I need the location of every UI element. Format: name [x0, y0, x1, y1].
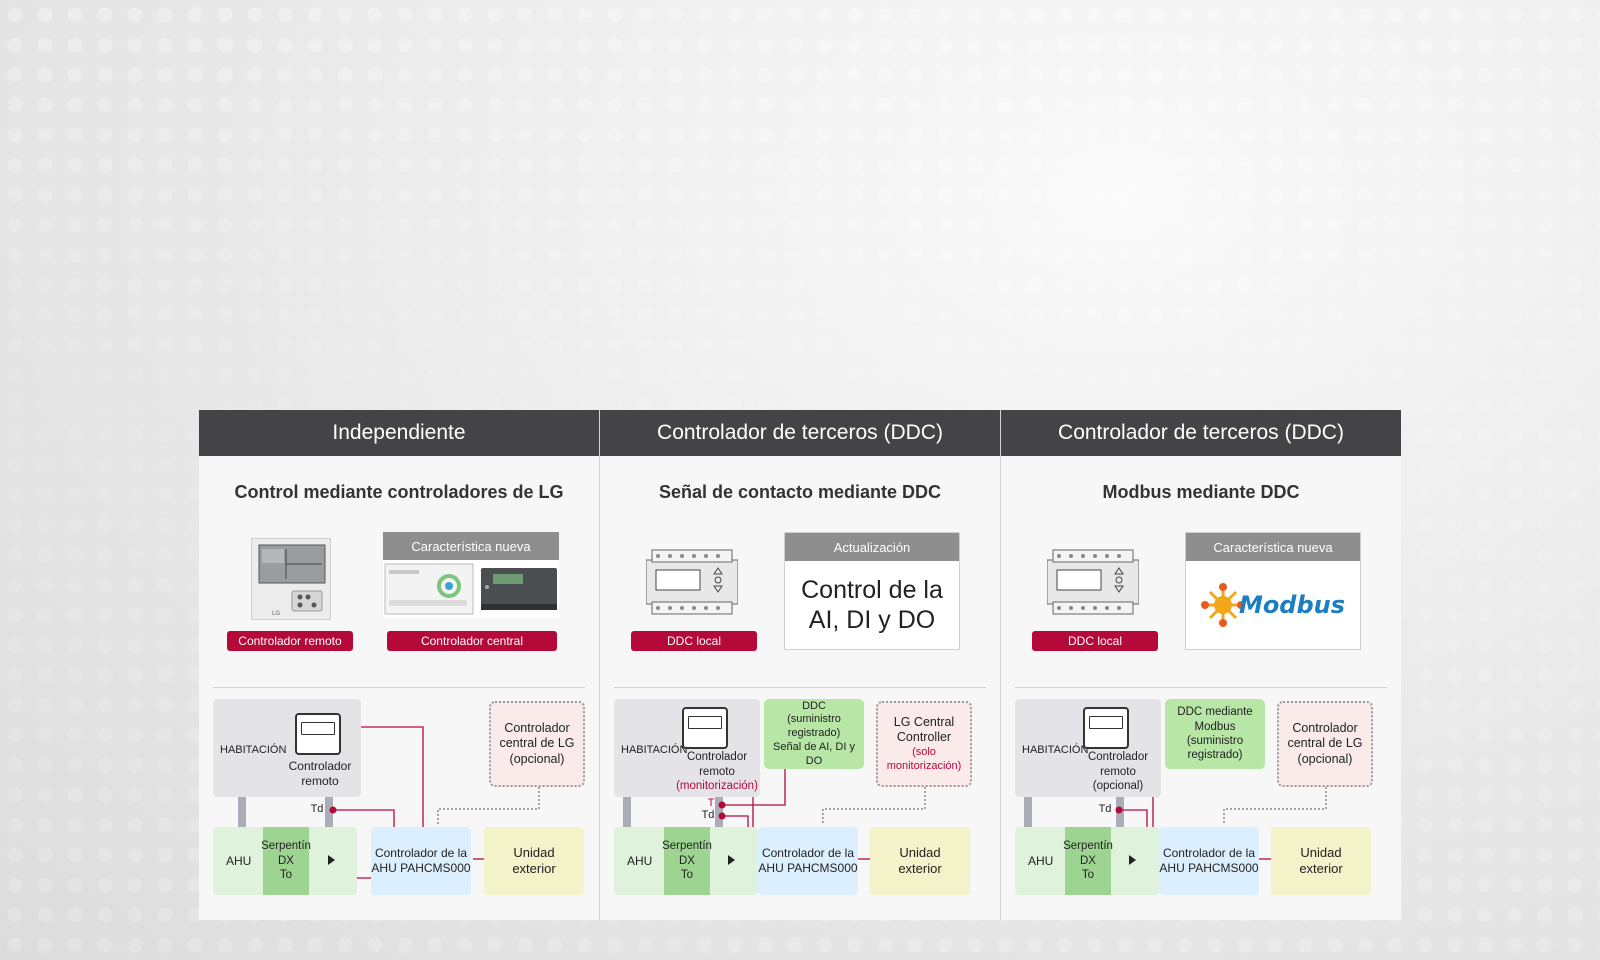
- connection-diagram: HABITACIÓN Controlador remoto (monitoriz…: [600, 695, 1000, 915]
- airflow-arrow-icon: [328, 855, 335, 865]
- modbus-star-icon: [1200, 583, 1245, 627]
- optional-central-controller-box: Controlador central de LG (opcional): [489, 701, 585, 787]
- remote-controller-icon: [295, 713, 341, 755]
- outdoor-unit-box: Unidad exterior: [484, 827, 584, 895]
- feature-text: Control de la AI, DI y DO: [801, 576, 943, 634]
- to-sensor-label: To: [1081, 869, 1095, 882]
- modbus-logo: Modbus: [1186, 561, 1360, 649]
- section-divider: [614, 687, 986, 688]
- airflow-arrow-icon: [1129, 855, 1136, 865]
- dx-coil-box: Serpentín DX To: [1063, 827, 1113, 895]
- central-controller-pill: Controlador central: [387, 631, 557, 651]
- ahu-label: AHU: [627, 853, 653, 868]
- ahu-label: AHU: [226, 853, 252, 868]
- feature-tag: Actualización: [785, 533, 959, 561]
- td-sensor-label: Td: [701, 809, 715, 822]
- column-header: Independiente: [199, 410, 599, 456]
- connection-diagram: HABITACIÓN Controlador remoto (opcional)…: [1001, 695, 1401, 915]
- outdoor-unit-box: Unidad exterior: [1271, 827, 1371, 895]
- feature-box-modbus: Característica nueva Modbus: [1185, 532, 1361, 650]
- ddc-supply-box: DDC (suministro registrado) Señal de AI,…: [764, 699, 864, 769]
- ahu-controller-box: Controlador de la AHU PAHCMS000: [1159, 827, 1259, 895]
- column-ddc-modbus: Controlador de terceros (DDC) Modbus med…: [1001, 410, 1401, 920]
- feature-box-update: Actualización Control de la AI, DI y DO: [784, 532, 960, 650]
- airflow-arrow-icon: [728, 855, 735, 865]
- ddc-modbus-box: DDC mediante Modbus (suministro registra…: [1165, 699, 1265, 769]
- remote-controller-image: LG: [251, 538, 331, 620]
- room-label: HABITACIÓN: [1022, 744, 1089, 756]
- local-ddc-pill: DDC local: [1032, 631, 1158, 651]
- column-title: Control mediante controladores de LG: [234, 482, 564, 502]
- outdoor-unit-box: Unidad exterior: [870, 827, 970, 895]
- lg-central-controller-box: LG Central Controller (solo monitorizaci…: [876, 701, 972, 787]
- ddc-device-image: [645, 546, 739, 618]
- ahu-label: AHU: [1028, 853, 1054, 868]
- column-title: Modbus mediante DDC: [1102, 482, 1300, 502]
- to-sensor-label: To: [680, 869, 694, 882]
- central-controller-image: [383, 560, 559, 618]
- optional-central-controller-box: Controlador central de LG (opcional): [1277, 701, 1373, 787]
- td-sensor-label: Td: [310, 803, 324, 816]
- local-ddc-pill: DDC local: [631, 631, 757, 651]
- remote-controller-icon: [682, 707, 728, 749]
- column-title: Señal de contacto mediante DDC: [658, 482, 942, 502]
- ahu-controller-box: Controlador de la AHU PAHCMS000: [371, 827, 471, 895]
- remote-controller-label: Controlador remoto (opcional): [1087, 751, 1149, 793]
- ddc-device-image: [1046, 546, 1140, 618]
- t-sensor-label: T: [707, 797, 715, 810]
- ahu-controller-box: Controlador de la AHU PAHCMS000: [758, 827, 858, 895]
- remote-controller-label: Controlador remoto (monitorización): [676, 751, 758, 793]
- td-sensor-label: Td: [1098, 803, 1112, 816]
- column-independiente: Independiente Control mediante controlad…: [199, 410, 600, 920]
- section-divider: [1015, 687, 1387, 688]
- room-label: HABITACIÓN: [220, 744, 287, 756]
- dx-coil-box: Serpentín DX To: [261, 827, 311, 895]
- room-label: HABITACIÓN: [621, 744, 688, 756]
- remote-controller-label: Controlador remoto: [288, 759, 352, 788]
- section-divider: [213, 687, 585, 688]
- remote-controller-pill: Controlador remoto: [227, 631, 353, 651]
- column-ddc-contact: Controlador de terceros (DDC) Señal de c…: [600, 410, 1001, 920]
- comparison-panel: Independiente Control mediante controlad…: [199, 410, 1401, 920]
- remote-controller-icon: [1083, 707, 1129, 749]
- feature-box-central: Característica nueva: [383, 532, 559, 620]
- dx-coil-box: Serpentín DX To: [662, 827, 712, 895]
- column-header: Controlador de terceros (DDC): [1001, 410, 1401, 456]
- feature-tag: Característica nueva: [383, 532, 559, 560]
- modbus-logo-text: Modbus: [1238, 591, 1346, 619]
- feature-tag: Característica nueva: [1186, 533, 1360, 561]
- room-box: HABITACIÓN: [614, 699, 760, 797]
- svg-text:LG: LG: [272, 610, 280, 617]
- connection-diagram: HABITACIÓN Controlador remoto Td AHU Ser…: [199, 695, 599, 915]
- column-header: Controlador de terceros (DDC): [600, 410, 1000, 456]
- to-sensor-label: To: [279, 869, 293, 882]
